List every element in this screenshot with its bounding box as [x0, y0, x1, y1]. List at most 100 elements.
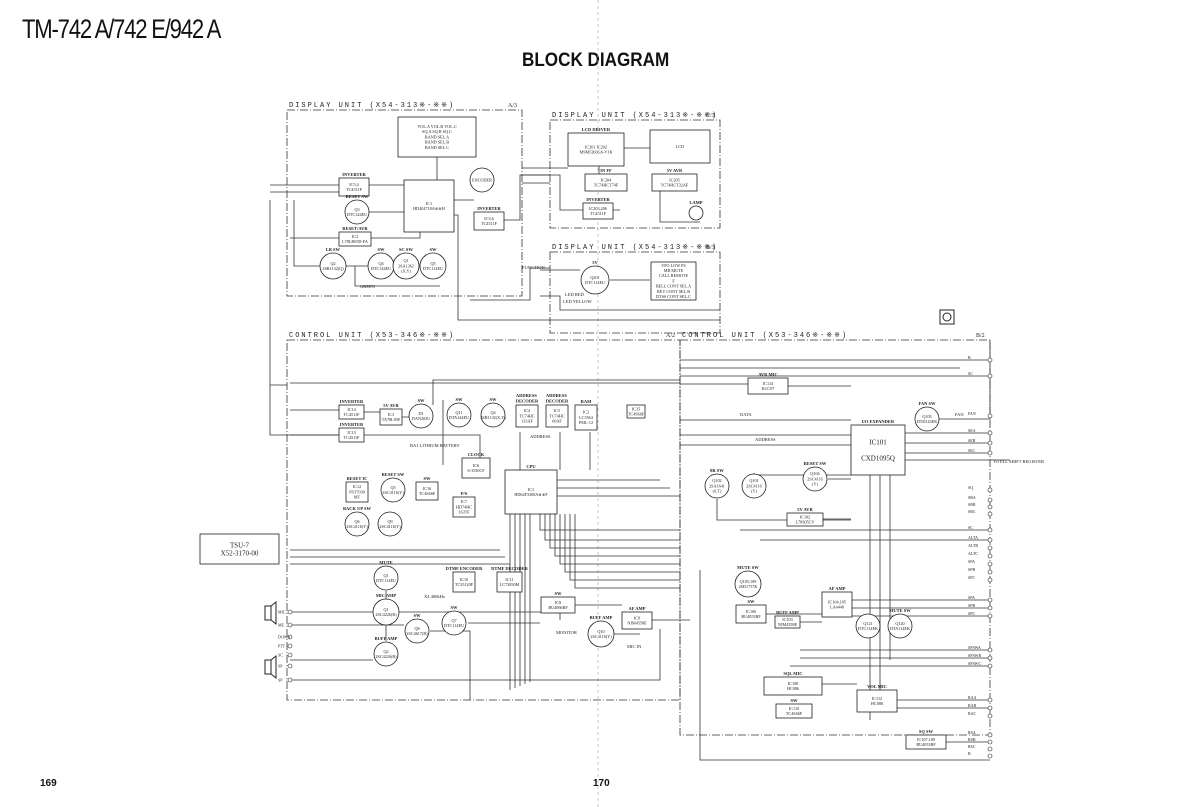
- block-label: HC086: [787, 686, 799, 691]
- block-label: LC3564: [579, 415, 594, 420]
- block-label: HD64F3308A※※F: [514, 492, 548, 497]
- block-caption: SW: [417, 398, 425, 403]
- box-symbol: [775, 703, 813, 719]
- connector-label: FAN: [968, 411, 976, 416]
- block-caption: DTMF ENCODER: [446, 566, 483, 571]
- block-label: Q102: [712, 478, 721, 483]
- circle-symbol: [480, 402, 506, 428]
- block-label: Q121: [863, 621, 872, 626]
- wire: [457, 269, 720, 321]
- block-label: Q5: [390, 485, 395, 490]
- box-symbol: [415, 481, 439, 501]
- block-label: BAND SEL.C: [425, 145, 449, 150]
- circle-symbol: [580, 265, 610, 295]
- block-label: D1: [418, 411, 423, 416]
- circle-symbol: [392, 252, 420, 280]
- connector-label: MIC: [278, 610, 286, 615]
- connector-pin: [987, 440, 993, 446]
- circle-symbol: [372, 598, 400, 626]
- connector-pin: [987, 739, 993, 745]
- block-caption: BUFF AMP: [590, 615, 613, 620]
- connector-pin: [987, 373, 993, 379]
- block-caption: SW: [489, 397, 497, 402]
- circle-symbol: [344, 511, 370, 537]
- block-label: IC2: [352, 234, 358, 239]
- block-label: 00AF: [552, 419, 562, 424]
- connector-pin: [287, 652, 293, 658]
- box-symbol: [345, 481, 369, 503]
- block-caption: RESET SW: [804, 461, 827, 466]
- block-label: NJM4558E: [778, 622, 798, 627]
- block-label: 2SA1362: [398, 263, 414, 268]
- connector-pin: [987, 732, 993, 738]
- connector-label: SBC: [968, 509, 976, 514]
- connector-pin: [987, 497, 993, 503]
- block-caption: VOL MIC: [867, 684, 887, 689]
- block-caption: I/O EXPANDER: [862, 419, 895, 424]
- connector-pin: [287, 609, 293, 615]
- block-label: Q10: [597, 629, 604, 634]
- box-symbol: [582, 202, 614, 220]
- connector-pin: [987, 647, 993, 653]
- block-label: Q104: [810, 471, 820, 476]
- block-label: KCC07: [762, 386, 775, 391]
- connector-pin: [287, 622, 293, 628]
- block-label: IC110: [789, 706, 799, 711]
- connector-label: ALTB: [968, 543, 978, 548]
- block-label: DTC114EK: [858, 626, 878, 631]
- block-caption: SQL MIC: [783, 671, 802, 676]
- block-label: BU4053BF: [741, 614, 761, 619]
- box-symbol: [774, 615, 801, 629]
- block-label: IC106: [746, 609, 756, 614]
- wire: [522, 147, 700, 223]
- block-caption: AVR MIC: [758, 372, 778, 377]
- block-caption: AF AMP: [629, 606, 646, 611]
- connector-label: B: [968, 355, 971, 360]
- block-caption: ADDRESS DECODER: [546, 393, 569, 404]
- connector-label: SC: [968, 371, 973, 376]
- connector-label: SPC: [968, 575, 975, 580]
- connector-label: SC: [278, 653, 283, 658]
- block-caption: IN FF: [600, 168, 612, 173]
- circle-symbol: [373, 641, 399, 667]
- block-caption: SW: [455, 397, 463, 402]
- block-label: IC4: [524, 408, 531, 413]
- box-symbol: [403, 179, 455, 233]
- block-label: IC1: [528, 487, 534, 492]
- connector-label: SEB: [968, 438, 976, 443]
- block-label: Q2: [383, 649, 388, 654]
- frame-display_c: [549, 119, 721, 229]
- note-monitor: MONITOR: [556, 630, 577, 635]
- frame-title: DISPLAY UNIT (X54-313※-※※): [552, 112, 718, 120]
- connector-label: RSC: [968, 744, 976, 749]
- connector-pin: [987, 537, 993, 543]
- box-symbol: [905, 734, 947, 750]
- box-symbol: [461, 457, 491, 479]
- wire: [680, 340, 1010, 461]
- connector-label: SPC: [968, 611, 975, 616]
- block-caption: RESET/AVR: [342, 226, 368, 231]
- block-label: IC203,206: [589, 206, 607, 212]
- block-label: CXD1095Q: [861, 454, 895, 462]
- box-symbol: [649, 129, 711, 164]
- circle-symbol: [404, 618, 430, 644]
- block-label: (Y): [812, 482, 818, 487]
- block-label: TSU-7: [230, 541, 250, 549]
- block-caption: DTMF DECODER: [491, 566, 528, 571]
- block-caption: INVERTER: [340, 399, 364, 404]
- block-label: IC101: [869, 438, 887, 446]
- circle-symbol: [802, 466, 828, 492]
- connector-label: ALTC: [968, 551, 978, 556]
